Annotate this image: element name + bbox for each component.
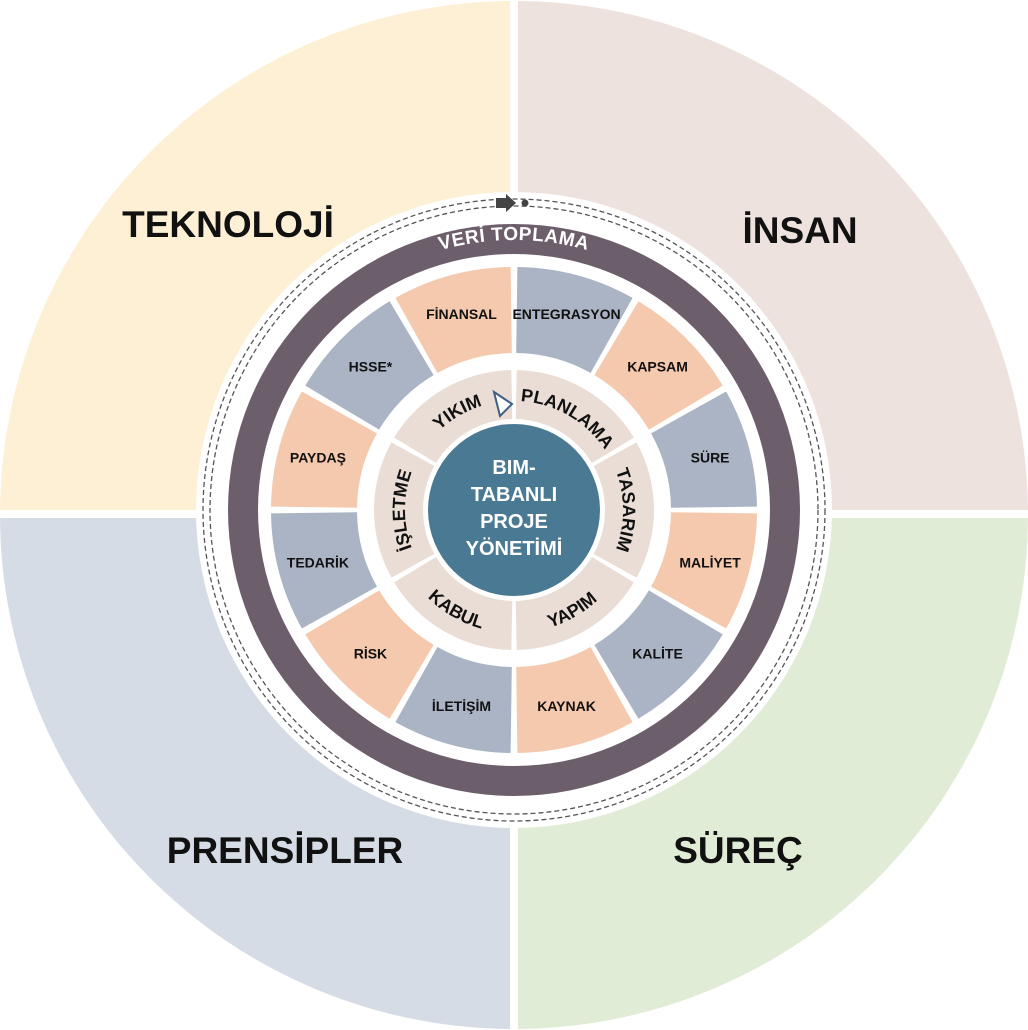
cycle-arrow-icon [496,194,516,212]
quadrant-label-teknoloji: TEKNOLOJİ [122,204,334,245]
center-title-line-3: PROJE [480,511,548,533]
knowledge-area-paydas [271,391,377,508]
phase-segment-yikim [394,370,513,463]
knowledge-area-finansal [395,267,512,373]
knowledge-area-label-entegrasyon: ENTEGRASYON [512,306,620,322]
knowledge-area-kapsam [594,301,723,430]
knowledge-area-label-paydas: PAYDAŞ [290,449,346,465]
knowledge-area-label-kaynak: KAYNAK [537,698,596,714]
phase-cycle-arrow-icon [492,389,514,418]
knowledge-area-tedarik [271,512,377,629]
knowledge-area-label-maliyet: MALİYET [679,555,741,571]
center-title: BIM- TABANLI PROJE YÖNETİMİ [466,457,563,560]
knowledge-area-label-risk: RİSK [354,646,387,662]
knowledge-area-iletisim [395,647,512,753]
knowledge-area-label-finansal: FİNANSAL [426,306,497,322]
knowledge-area-label-iletisim: İLETİŞİM [432,698,491,714]
cycle-dashed-line-inner [209,205,819,815]
center-circle [428,424,600,596]
knowledge-area-label-sure: SÜRE [691,449,730,465]
quadrant-label-surec: SÜREÇ [673,830,803,871]
knowledge-area-maliyet [651,512,757,629]
phase-segment-yapim [515,557,634,650]
center-title-line-4: YÖNETİMİ [466,537,563,560]
knowledge-area-label-tedarik: TEDARİK [287,555,349,571]
phase-segment-isletme [373,442,435,578]
cycle-start-dot-icon [521,199,529,207]
phase-segment-kabul [394,557,513,650]
center-title-line-1: BIM- [492,457,535,479]
knowledge-area-risk [305,590,434,719]
knowledge-areas: ENTEGRASYON KAPSAM SÜRE MALİYET KALİTE KAYNAK… [271,267,757,753]
knowledge-area-hsse [305,301,434,430]
knowledge-area-label-kalite: KALİTE [632,646,683,662]
knowledge-area-kalite [594,590,723,719]
phase-segment-planlama [515,370,634,463]
center-title-line-2: TABANLI [471,484,557,506]
knowledge-area-sure [651,391,757,508]
quadrant-label-prensipler: PRENSİPLER [167,830,403,871]
phase-segment-tasarim [593,442,655,578]
knowledge-area-label-hsse: HSSE* [349,358,393,374]
quadrant-labels: TEKNOLOJİ İNSAN PRENSİPLER SÜREÇ [122,204,857,871]
cycle-dashed-line-outer [202,198,826,822]
knowledge-area-label-kapsam: KAPSAM [627,358,688,374]
knowledge-area-entegrasyon [516,267,633,373]
quadrant-label-insan: İNSAN [742,210,857,251]
knowledge-area-kaynak [516,647,633,753]
